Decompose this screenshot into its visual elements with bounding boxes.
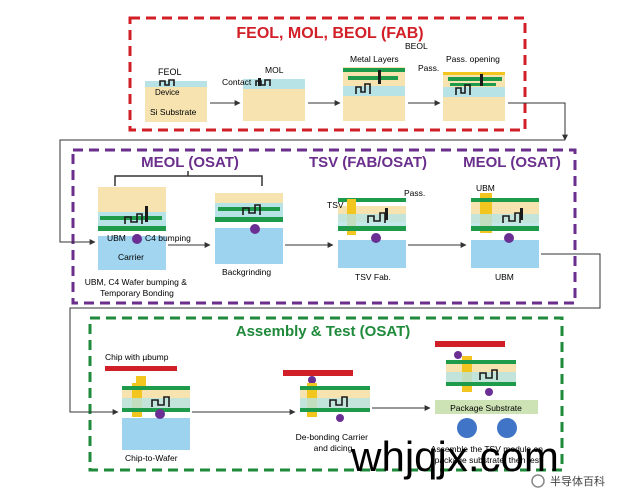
tsv-section-title: TSV (FAB/OSAT) bbox=[309, 154, 427, 171]
assembly-section-title: Assembly & Test (OSAT) bbox=[236, 323, 410, 340]
meol-section-title-2: MEOL (OSAT) bbox=[463, 154, 561, 171]
backgrinding-wafer bbox=[215, 193, 283, 264]
debonding-stack bbox=[283, 370, 370, 422]
beol-label: BEOL bbox=[405, 41, 428, 51]
meol-section-title: MEOL (OSAT) bbox=[141, 154, 239, 171]
feol-wafer bbox=[145, 79, 207, 122]
account-watermark: 半导体百科 bbox=[550, 474, 605, 488]
pass-opening-wafer bbox=[443, 72, 505, 121]
ubm-top-label: UBM bbox=[476, 183, 495, 193]
c4-bumping-wafer bbox=[98, 187, 166, 270]
flow-arrow bbox=[508, 102, 568, 141]
feol-label: FEOL bbox=[158, 67, 182, 77]
device-label: Device bbox=[155, 88, 180, 97]
fab-section-title: FEOL, MOL, BEOL (FAB) bbox=[236, 25, 423, 42]
mol-label: MOL bbox=[265, 65, 284, 75]
wafer-bumping-caption: UBM, C4 Wafer bumping & Temporary Bondin… bbox=[85, 277, 190, 298]
mol-wafer bbox=[243, 78, 305, 121]
pass-label-tsv: Pass. bbox=[404, 188, 425, 198]
wechat-icon bbox=[531, 474, 545, 488]
chip-ubump-label: Chip with µbump bbox=[105, 352, 169, 362]
debonding-label: De-bonding Carrier and dicing bbox=[296, 432, 371, 453]
carrier-label: Carrier bbox=[118, 252, 144, 262]
c4-bumping-label: C4 bumping bbox=[145, 233, 191, 243]
chip-to-wafer-label: Chip-to-Wafer bbox=[125, 453, 178, 463]
ubm-label: UBM bbox=[107, 233, 126, 243]
pass-opening-label: Pass. opening bbox=[446, 54, 500, 64]
assembly-section-frame bbox=[88, 316, 564, 472]
flow-connector bbox=[69, 253, 601, 415]
package-substrate-label: Package Substrate bbox=[450, 403, 522, 413]
tsv-fab-wafer bbox=[338, 198, 406, 268]
tsv-label: TSV bbox=[327, 200, 344, 210]
assemble-caption: Assemble the TSV module on package subst… bbox=[431, 444, 546, 465]
contact-label: Contact bbox=[222, 77, 252, 87]
beol-wafer bbox=[343, 67, 405, 121]
backgrinding-label: Backgrinding bbox=[222, 267, 271, 277]
chip-to-wafer-stack bbox=[105, 366, 190, 450]
package-assembly bbox=[435, 341, 538, 438]
pass-label: Pass. bbox=[418, 63, 439, 73]
site-watermark: whjqjx.com bbox=[350, 433, 559, 480]
fab-section-frame bbox=[128, 16, 527, 132]
tsv-fab-label: TSV Fab. bbox=[355, 272, 391, 282]
ubm-bottom-label: UBM bbox=[495, 272, 514, 282]
ubm-wafer bbox=[471, 193, 539, 268]
osat-section-frame bbox=[71, 148, 577, 305]
flow-connector bbox=[59, 139, 565, 245]
meol-bracket bbox=[114, 171, 263, 186]
metal-layers-label: Metal Layers bbox=[350, 54, 399, 64]
si-substrate-label: Si Substrate bbox=[150, 107, 197, 117]
